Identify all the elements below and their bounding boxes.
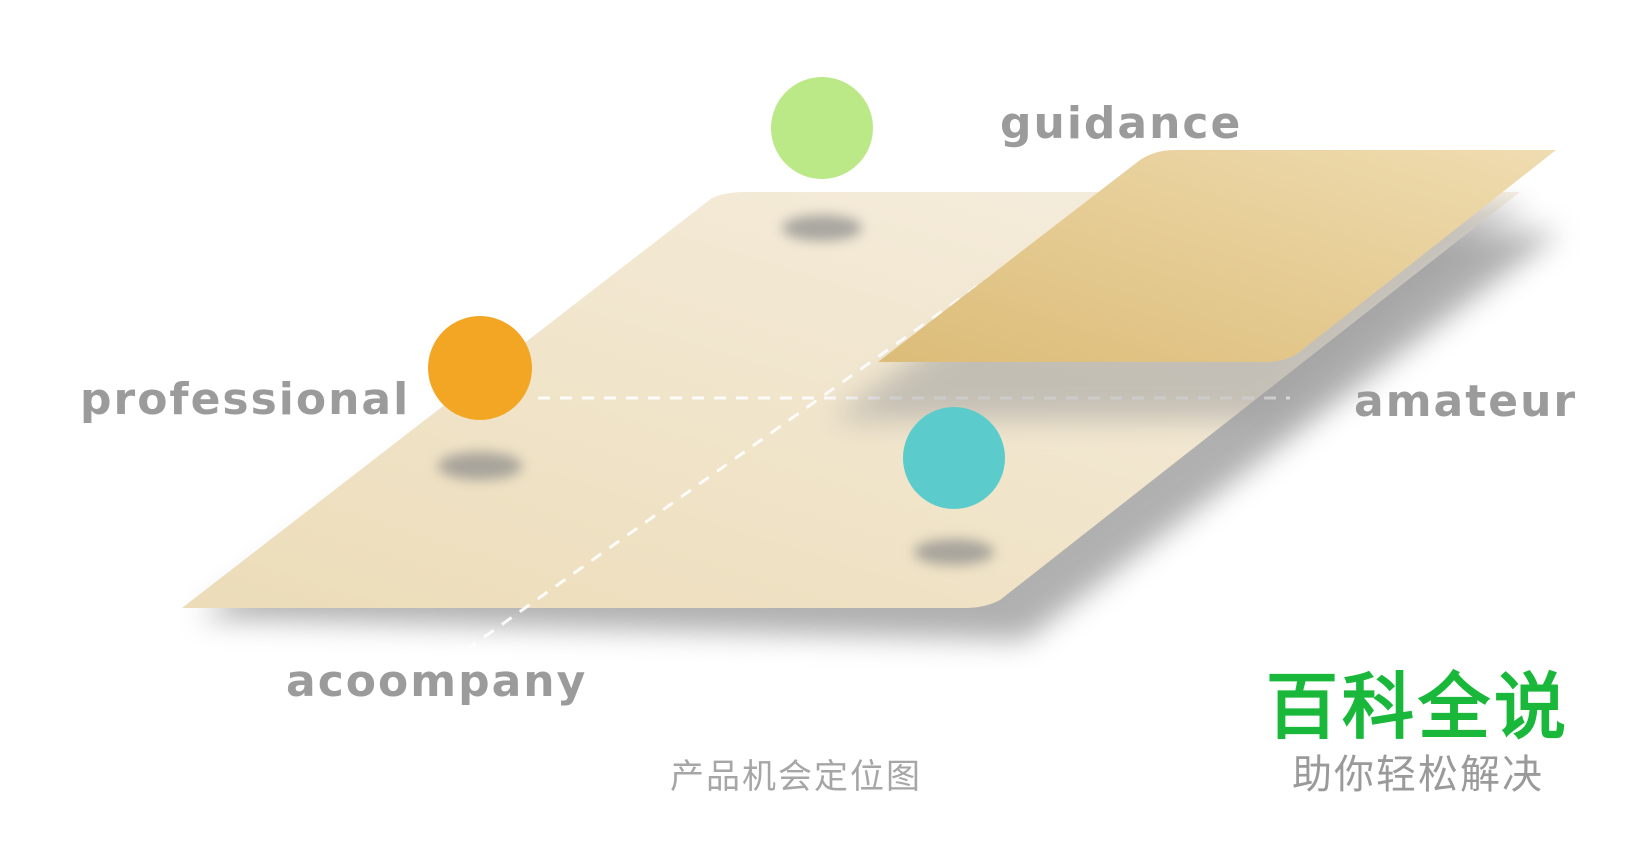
axis-label-professional: professional	[80, 374, 411, 425]
diagonal-axis-line	[465, 236, 1046, 652]
teal-marker	[903, 407, 1005, 509]
raised-panel	[878, 150, 1556, 362]
green-marker	[771, 77, 873, 179]
watermark: 百科全说 助你轻松解决	[1258, 665, 1578, 798]
watermark-brand: 百科全说	[1265, 665, 1570, 749]
orange-marker-shadow	[438, 452, 522, 480]
axis-label-accompany: acoompany	[286, 656, 588, 707]
axis-label-amateur: amateur	[1354, 376, 1578, 427]
teal-marker-shadow	[914, 539, 994, 565]
watermark-slogan: 助你轻松解决	[1292, 751, 1544, 798]
green-marker-shadow	[782, 215, 862, 241]
orange-marker	[428, 316, 532, 420]
axis-label-guidance: guidance	[1000, 98, 1243, 149]
diagram-caption: 产品机会定位图	[670, 757, 922, 797]
